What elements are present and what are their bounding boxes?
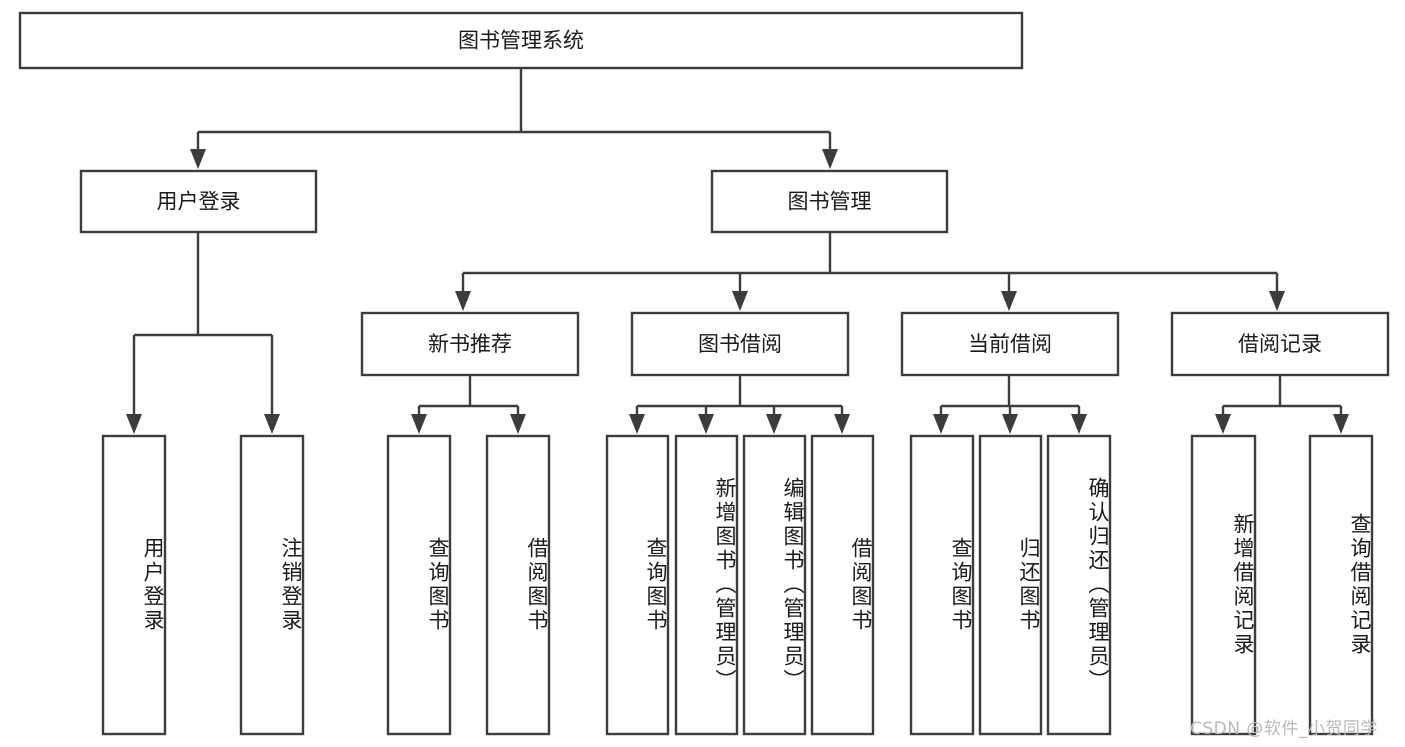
node-box bbox=[978, 434, 1043, 736]
arrow-head-icon-arrow-current-c1 bbox=[933, 414, 949, 434]
arrow-head-icon-arrow-level3-4 bbox=[1269, 291, 1285, 311]
node-box bbox=[900, 311, 1120, 377]
leaf-node-leaf-borrow-book[interactable] bbox=[810, 434, 875, 736]
node-label: 新书推荐 bbox=[428, 332, 512, 356]
leaf-node-leaf-edit-book[interactable] bbox=[742, 434, 807, 736]
arrow-heads-layer bbox=[126, 149, 1349, 434]
node-box bbox=[18, 11, 1024, 70]
csdn-watermark: CSDN @软件_小贺同学 bbox=[1190, 719, 1378, 739]
node-box bbox=[1190, 434, 1257, 736]
arrow-head-icon-arrow-user-login-c1 bbox=[126, 414, 142, 434]
arrow-head-icon-arrow-recommend-c1 bbox=[411, 414, 427, 434]
node-box bbox=[909, 434, 975, 736]
arrow-head-icon-arrow-borrow-c3 bbox=[766, 414, 782, 434]
arrow-head-icon-arrow-recommend-c2 bbox=[510, 414, 526, 434]
node-box bbox=[674, 434, 739, 736]
leaf-node-leaf-confirm-return[interactable] bbox=[1046, 434, 1112, 736]
node-box bbox=[79, 169, 318, 234]
node-box bbox=[710, 169, 949, 234]
node-box bbox=[485, 434, 551, 736]
leaf-node-leaf-add-borrow-record[interactable] bbox=[1190, 434, 1257, 736]
node-box bbox=[1046, 434, 1112, 736]
node-box bbox=[742, 434, 807, 736]
node-box bbox=[630, 311, 850, 377]
leaf-node-leaf-query-book-recommend[interactable] bbox=[386, 434, 452, 736]
leaf-node-leaf-borrow-book-recommend[interactable] bbox=[485, 434, 551, 736]
node-box bbox=[101, 434, 167, 736]
leaf-node-leaf-return-book[interactable] bbox=[978, 434, 1043, 736]
arrow-head-icon-arrow-current-c2 bbox=[1002, 414, 1018, 434]
leaf-node-leaf-query-borrow-record[interactable] bbox=[1308, 434, 1374, 736]
leaf-node-leaf-query-book-borrow[interactable] bbox=[605, 434, 670, 736]
level3-node-borrow-record[interactable]: 借阅记录 bbox=[1170, 311, 1390, 377]
arrow-head-icon-arrow-borrow-c1 bbox=[629, 414, 645, 434]
level2-node-user-login[interactable]: 用户登录 bbox=[79, 169, 318, 234]
level3-node-book-borrow[interactable]: 图书借阅 bbox=[630, 311, 850, 377]
arrow-head-icon-arrow-user-login-c2 bbox=[264, 414, 280, 434]
level3-node-current-borrow[interactable]: 当前借阅 bbox=[900, 311, 1120, 377]
node-box bbox=[386, 434, 452, 736]
node-label: 图书管理系统 bbox=[458, 29, 584, 53]
node-label: 图书管理 bbox=[788, 190, 872, 214]
node-box bbox=[1308, 434, 1374, 736]
leaf-node-leaf-add-book[interactable] bbox=[674, 434, 739, 736]
arrow-head-icon-arrow-record-c2 bbox=[1333, 414, 1349, 434]
root-node-root[interactable]: 图书管理系统 bbox=[18, 11, 1024, 70]
leaf-node-leaf-logout[interactable] bbox=[239, 434, 305, 736]
arrow-head-icon-arrow-current-c3 bbox=[1071, 414, 1087, 434]
node-label: 图书借阅 bbox=[698, 332, 782, 356]
arrow-head-icon-arrow-book-management bbox=[822, 149, 838, 169]
node-label: 当前借阅 bbox=[968, 332, 1052, 356]
arrow-head-icon-arrow-level3-3 bbox=[1001, 291, 1017, 311]
arrow-head-icon-arrow-level3-1 bbox=[455, 291, 471, 311]
leaf-node-leaf-user-login[interactable] bbox=[101, 434, 167, 736]
leaf-node-leaf-query-book-current[interactable] bbox=[909, 434, 975, 736]
node-box bbox=[239, 434, 305, 736]
arrow-head-icon-arrow-user-login bbox=[190, 149, 206, 169]
node-label: 借阅记录 bbox=[1238, 332, 1322, 356]
node-box bbox=[1170, 311, 1390, 377]
level3-node-new-book-recommend[interactable]: 新书推荐 bbox=[360, 311, 580, 377]
arrow-head-icon-arrow-level3-2 bbox=[732, 291, 748, 311]
node-box bbox=[605, 434, 670, 736]
node-box bbox=[810, 434, 875, 736]
arrow-head-icon-arrow-record-c1 bbox=[1215, 414, 1231, 434]
arrow-head-icon-arrow-borrow-c4 bbox=[834, 414, 850, 434]
arrow-head-icon-arrow-borrow-c2 bbox=[698, 414, 714, 434]
node-box bbox=[360, 311, 580, 377]
level2-node-book-management[interactable]: 图书管理 bbox=[710, 169, 949, 234]
node-label: 用户登录 bbox=[157, 190, 241, 214]
